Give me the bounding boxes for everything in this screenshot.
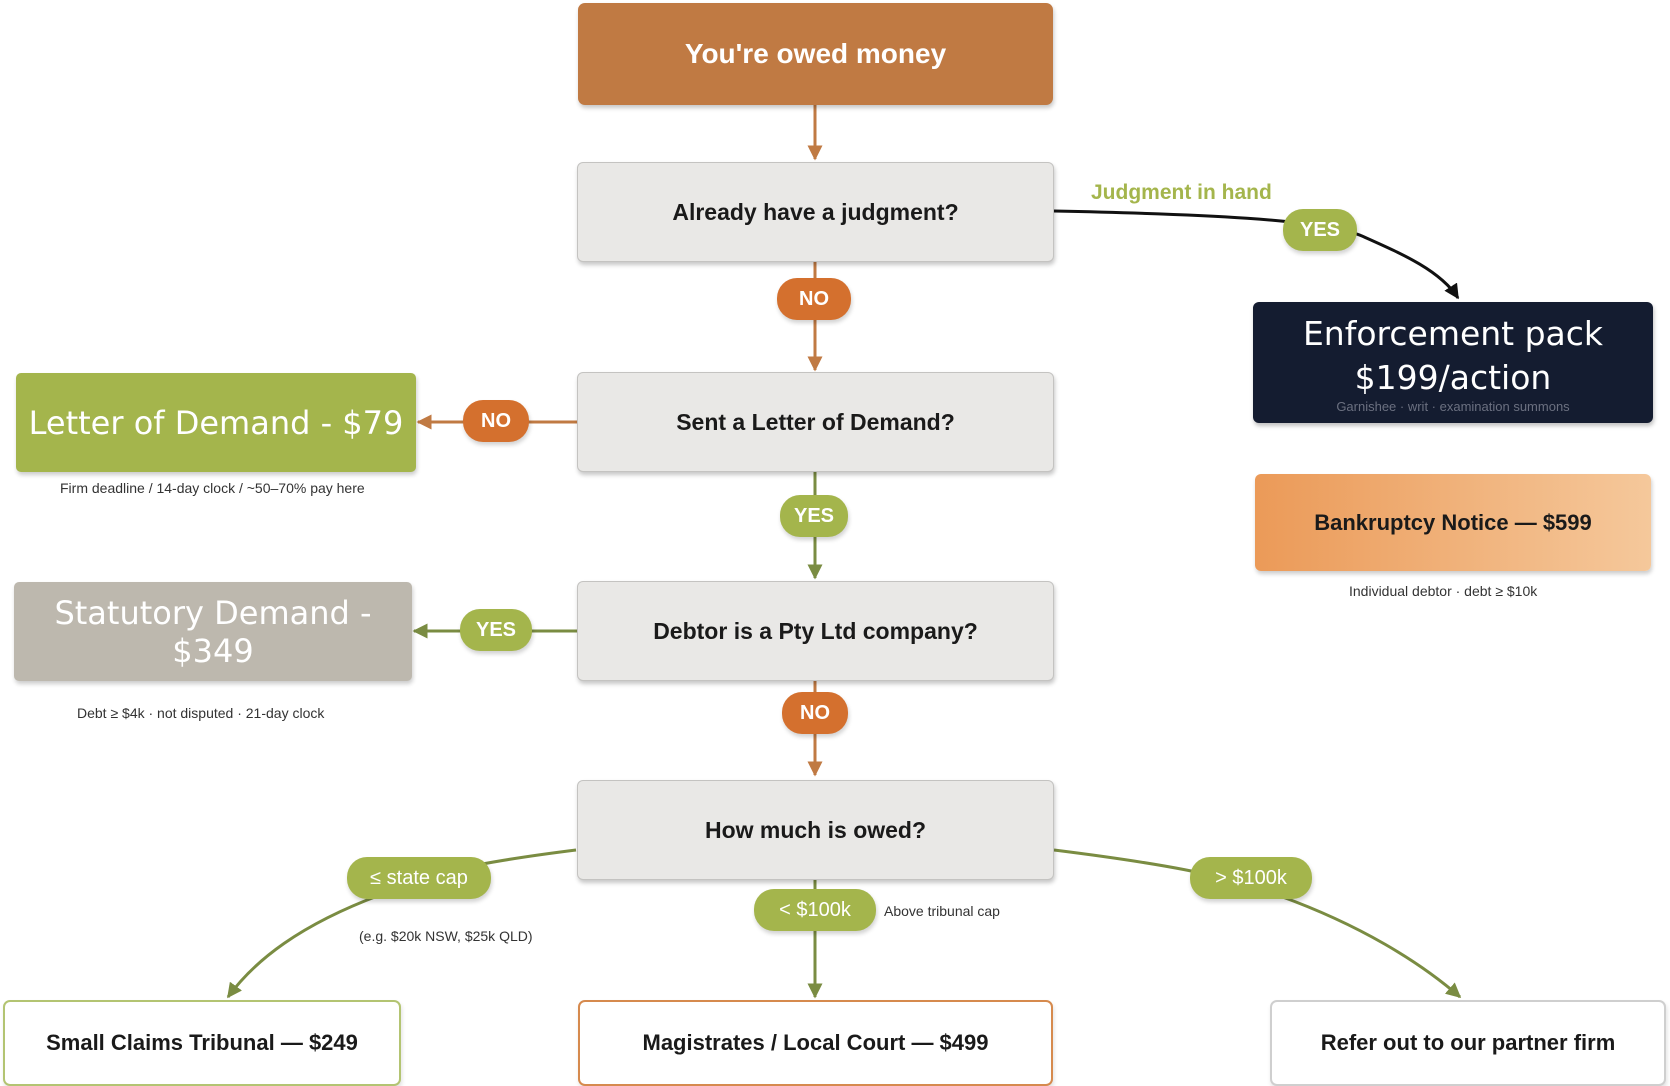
enforcement-node: Enforcement pack $199/action Garnishee ·… bbox=[1253, 302, 1653, 423]
small-claims-node: Small Claims Tribunal — $249 bbox=[3, 1000, 401, 1086]
letter-outcome-label: Letter of Demand - $79 bbox=[28, 403, 404, 442]
small-claims-label: Small Claims Tribunal — $249 bbox=[46, 1030, 358, 1055]
start-node: You're owed money bbox=[578, 3, 1053, 105]
above-tribunal-note: Above tribunal cap bbox=[884, 903, 1000, 919]
judgment-in-hand-label: Judgment in hand bbox=[1091, 181, 1272, 204]
letter-question: Sent a Letter of Demand? bbox=[577, 372, 1054, 472]
letter-yes-pill: YES bbox=[780, 495, 848, 537]
start-label: You're owed money bbox=[684, 38, 947, 69]
pty-question-label: Debtor is a Pty Ltd company? bbox=[653, 617, 978, 644]
edge-judgment-enforcement bbox=[1053, 209, 1460, 300]
refer-out-node: Refer out to our partner firm bbox=[1270, 1000, 1666, 1086]
state-cap-pill: ≤ state cap bbox=[347, 857, 491, 899]
enforcement-line1: Enforcement pack bbox=[1302, 313, 1604, 353]
state-cap-note: (e.g. $20k NSW, $25k QLD) bbox=[359, 928, 533, 944]
pty-no-pill: NO bbox=[782, 692, 848, 734]
under-100k-pill: < $100k bbox=[754, 889, 876, 931]
refer-out-label: Refer out to our partner firm bbox=[1320, 1030, 1616, 1055]
pty-yes-pill: YES bbox=[460, 609, 532, 651]
judgment-no-pill: NO bbox=[777, 278, 851, 320]
statutory-outcome-node: Statutory Demand - $349 bbox=[14, 582, 412, 681]
magistrates-node: Magistrates / Local Court — $499 bbox=[578, 1000, 1053, 1086]
statutory-outcome-label: Statutory Demand - $349 bbox=[54, 593, 372, 670]
letter-note: Firm deadline / 14-day clock / ~50–70% p… bbox=[60, 480, 365, 496]
magistrates-label: Magistrates / Local Court — $499 bbox=[642, 1030, 989, 1055]
statutory-note: Debt ≥ $4k · not disputed · 21-day clock bbox=[77, 705, 325, 721]
letter-no-pill: NO bbox=[463, 400, 529, 442]
amount-question: How much is owed? bbox=[577, 780, 1054, 880]
amount-question-label: How much is owed? bbox=[704, 816, 927, 843]
pty-question: Debtor is a Pty Ltd company? bbox=[577, 581, 1054, 681]
bankruptcy-note: Individual debtor · debt ≥ $10k bbox=[1349, 583, 1538, 599]
judgment-yes-pill: YES bbox=[1283, 209, 1357, 251]
bankruptcy-label: Bankruptcy Notice — $599 bbox=[1314, 509, 1592, 535]
enforcement-line2: $199/action bbox=[1354, 357, 1552, 397]
over-100k-pill: > $100k bbox=[1190, 857, 1312, 899]
enforcement-sub: Garnishee · writ · examination summons bbox=[1336, 398, 1570, 414]
judgment-question: Already have a judgment? bbox=[577, 162, 1054, 262]
letter-outcome-node: Letter of Demand - $79 bbox=[16, 373, 416, 472]
judgment-question-label: Already have a judgment? bbox=[672, 198, 959, 225]
bankruptcy-node: Bankruptcy Notice — $599 bbox=[1255, 474, 1651, 571]
letter-question-label: Sent a Letter of Demand? bbox=[676, 408, 955, 435]
